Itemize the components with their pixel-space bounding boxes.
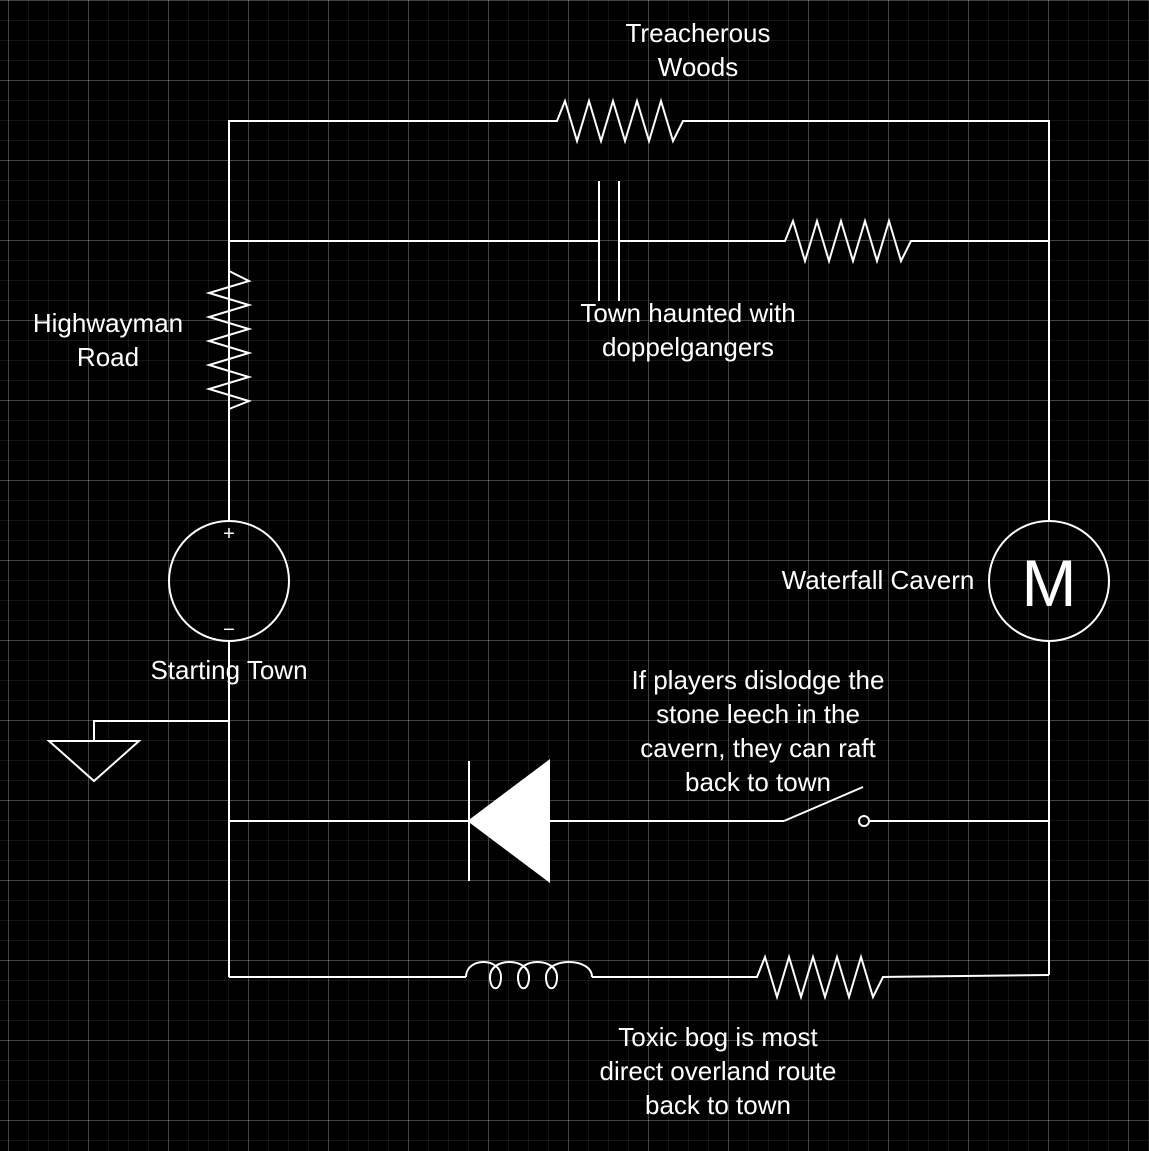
label-line: back to town xyxy=(685,767,831,797)
label-line: cavern, they can raft xyxy=(640,733,876,763)
battery-plus-sign: + xyxy=(223,523,235,545)
label-line: Woods xyxy=(657,52,739,82)
diode-triangle xyxy=(467,759,550,883)
label-line: Waterfall Cavern xyxy=(781,565,975,595)
switch-contact xyxy=(858,815,870,827)
label-haunted-town: Town haunted with doppelgangers xyxy=(548,296,828,364)
label-line: Road xyxy=(76,342,140,372)
wire-top xyxy=(228,97,1050,521)
label-waterfall-cavern: Waterfall Cavern xyxy=(768,563,988,597)
label-line: stone leech in the xyxy=(656,699,860,729)
label-line: Highwayman xyxy=(32,308,184,338)
battery-minus-sign: − xyxy=(223,619,235,641)
label-line: back to town xyxy=(645,1090,791,1120)
inductor xyxy=(465,961,593,990)
wire-ground xyxy=(93,720,229,741)
resistor-toxic-bog xyxy=(592,953,1050,1001)
label-toxic-bog: Toxic bog is most direct overland route … xyxy=(568,1020,868,1122)
label-raft-note: If players dislodge the stone leech in t… xyxy=(598,663,918,799)
resistor-highwayman xyxy=(205,270,253,410)
label-line: If players dislodge the xyxy=(631,665,885,695)
ground-symbol xyxy=(46,740,142,783)
label-highwayman-road: Highwayman Road xyxy=(18,306,198,374)
motor-letter: M xyxy=(1022,546,1077,620)
label-line: direct overland route xyxy=(599,1056,837,1086)
label-line: Toxic bog is most xyxy=(618,1022,818,1052)
label-line: doppelgangers xyxy=(601,332,775,362)
label-line: Town haunted with xyxy=(580,298,796,328)
label-treacherous-woods: Treacherous Woods xyxy=(598,16,798,84)
switch-lever xyxy=(783,786,864,822)
resistor-haunted xyxy=(619,217,1049,265)
label-line: Treacherous xyxy=(625,18,771,48)
label-line: Starting Town xyxy=(150,655,308,685)
label-starting-town: Starting Town xyxy=(119,653,339,687)
